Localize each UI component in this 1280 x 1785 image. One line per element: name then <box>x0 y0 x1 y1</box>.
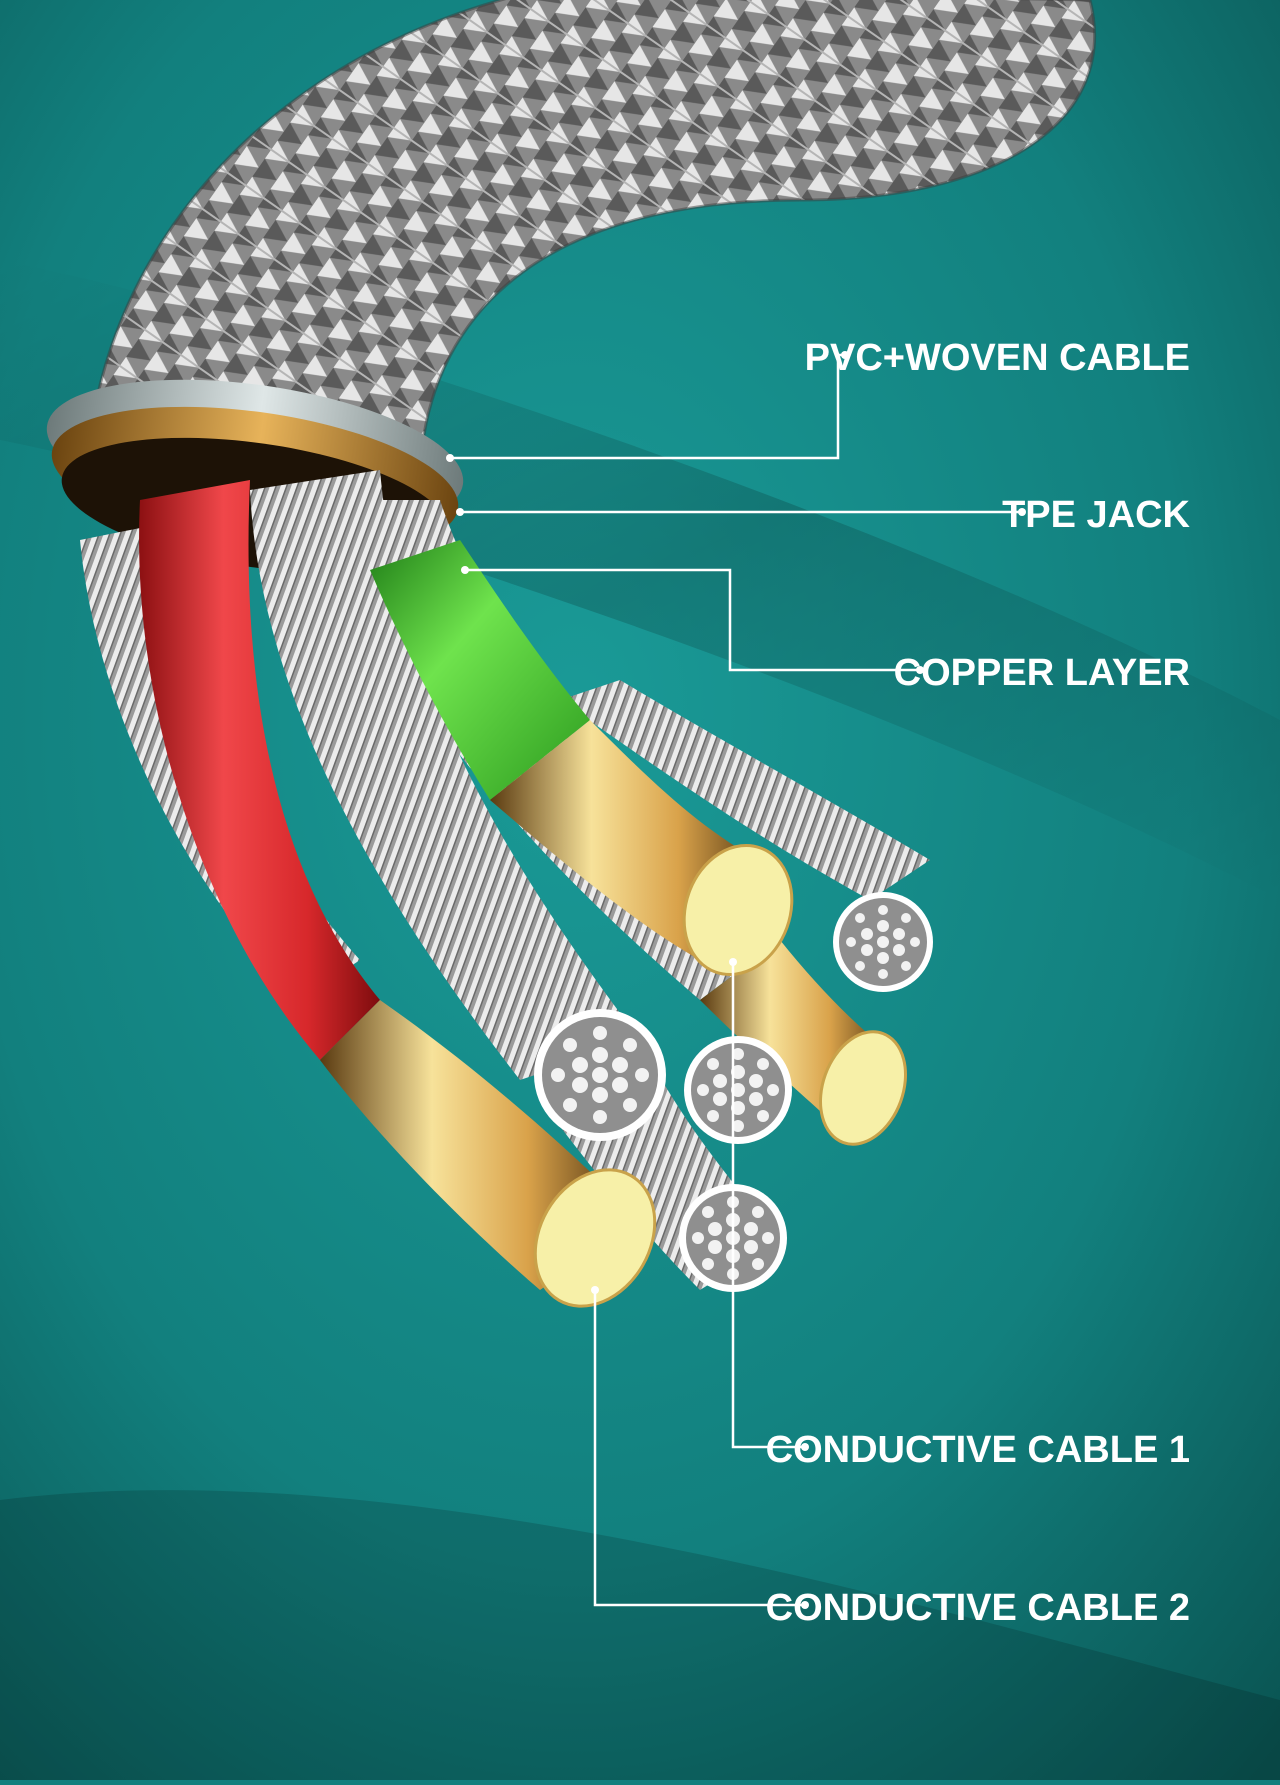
label-conductive-cable-1: CONDUCTIVE CABLE 1 <box>766 1429 1190 1471</box>
label-tpe-jack: TPE JACK <box>1002 494 1190 536</box>
gold-conductor-face <box>533 1168 657 1308</box>
leader-line-conductive-cable-2 <box>593 1290 805 1607</box>
labels: PVC+WOVEN CABLE TPE JACK COPPER LAYER CO… <box>766 337 1191 1629</box>
gold-conductor-face <box>682 843 794 977</box>
braided-outer-cable <box>86 0 1097 502</box>
label-pvc-woven-cable: PVC+WOVEN CABLE <box>805 337 1190 379</box>
gold-conductor-face <box>818 1030 908 1146</box>
stranded-conductor-face <box>534 1009 666 1141</box>
green-wire <box>370 540 590 800</box>
label-copper-layer: COPPER LAYER <box>894 652 1190 694</box>
leader-line-conductive-cable-1 <box>731 962 805 1449</box>
stranded-conductor-face <box>684 1036 792 1144</box>
leader-dots <box>446 351 1026 1609</box>
background-shadow <box>0 1490 1280 1780</box>
label-conductive-cable-2: CONDUCTIVE CABLE 2 <box>766 1587 1190 1629</box>
conductor-end-faces <box>533 843 933 1308</box>
red-wire <box>139 480 380 1060</box>
stranded-conductor-face <box>833 892 933 992</box>
leader-line-copper-layer <box>465 568 920 672</box>
leader-lines <box>450 353 1022 1607</box>
